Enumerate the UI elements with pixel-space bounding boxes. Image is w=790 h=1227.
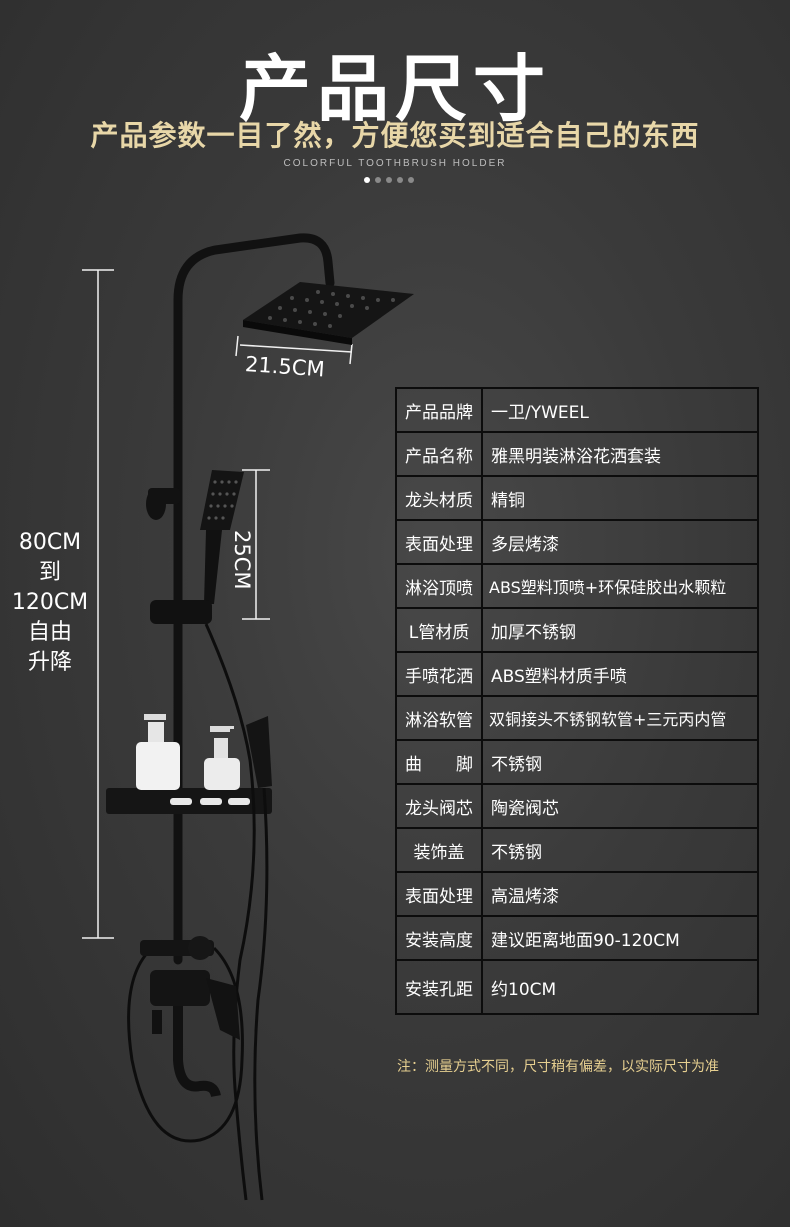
height-dimension-label: 80CM 到 120CM 自由 升降 <box>8 528 92 678</box>
table-row: 安装高度建议距离地面90-120CM <box>395 915 759 961</box>
carousel-dot[interactable] <box>408 177 414 183</box>
spec-key: 曲 脚 <box>395 739 483 785</box>
spec-value: 加厚不锈钢 <box>481 607 759 653</box>
spec-value: 雅黑明装淋浴花洒套装 <box>481 431 759 477</box>
bottles <box>136 714 240 790</box>
spec-value: 不锈钢 <box>481 739 759 785</box>
spec-value: 多层烤漆 <box>481 519 759 565</box>
carousel-dot[interactable] <box>364 177 370 183</box>
hand-shower <box>150 470 244 624</box>
top-shower-dimension-line <box>235 335 353 365</box>
table-row: 表面处理多层烤漆 <box>395 519 759 565</box>
spec-key: 安装孔距 <box>395 959 483 1015</box>
height-line: 到 <box>38 560 61 585</box>
height-line: 升降 <box>27 650 72 675</box>
shower-hose <box>127 623 269 1201</box>
shelf <box>106 788 272 814</box>
top-shower-head <box>243 282 414 345</box>
spec-value: 双铜接头不锈钢软管+三元丙内管 <box>481 695 759 741</box>
carousel-dots <box>364 177 414 183</box>
height-line: 80CM <box>18 530 82 555</box>
spec-table: 产品品牌一卫/YWEEL 产品名称雅黑明装淋浴花洒套装 龙头材质精铜 表面处理多… <box>395 387 759 1015</box>
carousel-dot[interactable] <box>397 177 403 183</box>
spec-value: ABS塑料材质手喷 <box>481 651 759 697</box>
spec-value: 精铜 <box>481 475 759 521</box>
table-row: 龙头材质精铜 <box>395 475 759 521</box>
spec-value: 建议距离地面90-120CM <box>481 915 759 961</box>
page-subtitle: 产品参数一目了然，方便您买到适合自己的东西 <box>90 119 700 152</box>
spec-key: 龙头材质 <box>395 475 483 521</box>
spec-key: 淋浴顶喷 <box>395 563 483 609</box>
spec-key: L管材质 <box>395 607 483 653</box>
spec-key: 淋浴软管 <box>395 695 483 741</box>
riser-pipe <box>173 233 335 965</box>
hand-shower-length-label: 25CM <box>230 530 254 590</box>
spec-key: 表面处理 <box>395 871 483 917</box>
spec-key: 产品品牌 <box>395 387 483 433</box>
height-line: 自由 <box>27 620 72 645</box>
spec-value: 约10CM <box>481 959 759 1015</box>
mixer-valve <box>140 936 240 1098</box>
bidet-sprayer <box>246 716 272 788</box>
spec-key: 安装高度 <box>395 915 483 961</box>
spec-value: 不锈钢 <box>481 827 759 873</box>
spec-value: 高温烤漆 <box>481 871 759 917</box>
caption: COLORFUL TOOTHBRUSH HOLDER <box>283 158 507 169</box>
measurement-note: 注：测量方式不同，尺寸稍有偏差，以实际尺寸为准 <box>397 1059 719 1075</box>
table-row: 曲 脚不锈钢 <box>395 739 759 785</box>
carousel-dot[interactable] <box>386 177 392 183</box>
spec-key: 产品名称 <box>395 431 483 477</box>
table-row: 龙头阀芯陶瓷阀芯 <box>395 783 759 829</box>
spec-key: 装饰盖 <box>395 827 483 873</box>
height-dimension-line <box>82 269 114 939</box>
page-title: 产品尺寸 <box>238 47 551 131</box>
spec-value: 陶瓷阀芯 <box>481 783 759 829</box>
spec-value: ABS塑料顶喷+环保硅胶出水颗粒 <box>481 563 759 609</box>
spec-key: 龙头阀芯 <box>395 783 483 829</box>
carousel-dot[interactable] <box>375 177 381 183</box>
table-row: 安装孔距约10CM <box>395 959 759 1015</box>
table-row: 产品名称雅黑明装淋浴花洒套装 <box>395 431 759 477</box>
height-line: 120CM <box>11 590 89 615</box>
table-row: 淋浴软管双铜接头不锈钢软管+三元丙内管 <box>395 695 759 741</box>
table-row: 表面处理高温烤漆 <box>395 871 759 917</box>
table-row: 产品品牌一卫/YWEEL <box>395 387 759 433</box>
table-row: 装饰盖不锈钢 <box>395 827 759 873</box>
hand-shower-dimension-line <box>242 469 270 620</box>
table-row: L管材质加厚不锈钢 <box>395 607 759 653</box>
spec-key: 表面处理 <box>395 519 483 565</box>
wall-bracket <box>146 488 180 520</box>
spec-value: 一卫/YWEEL <box>481 387 759 433</box>
spec-key: 手喷花洒 <box>395 651 483 697</box>
